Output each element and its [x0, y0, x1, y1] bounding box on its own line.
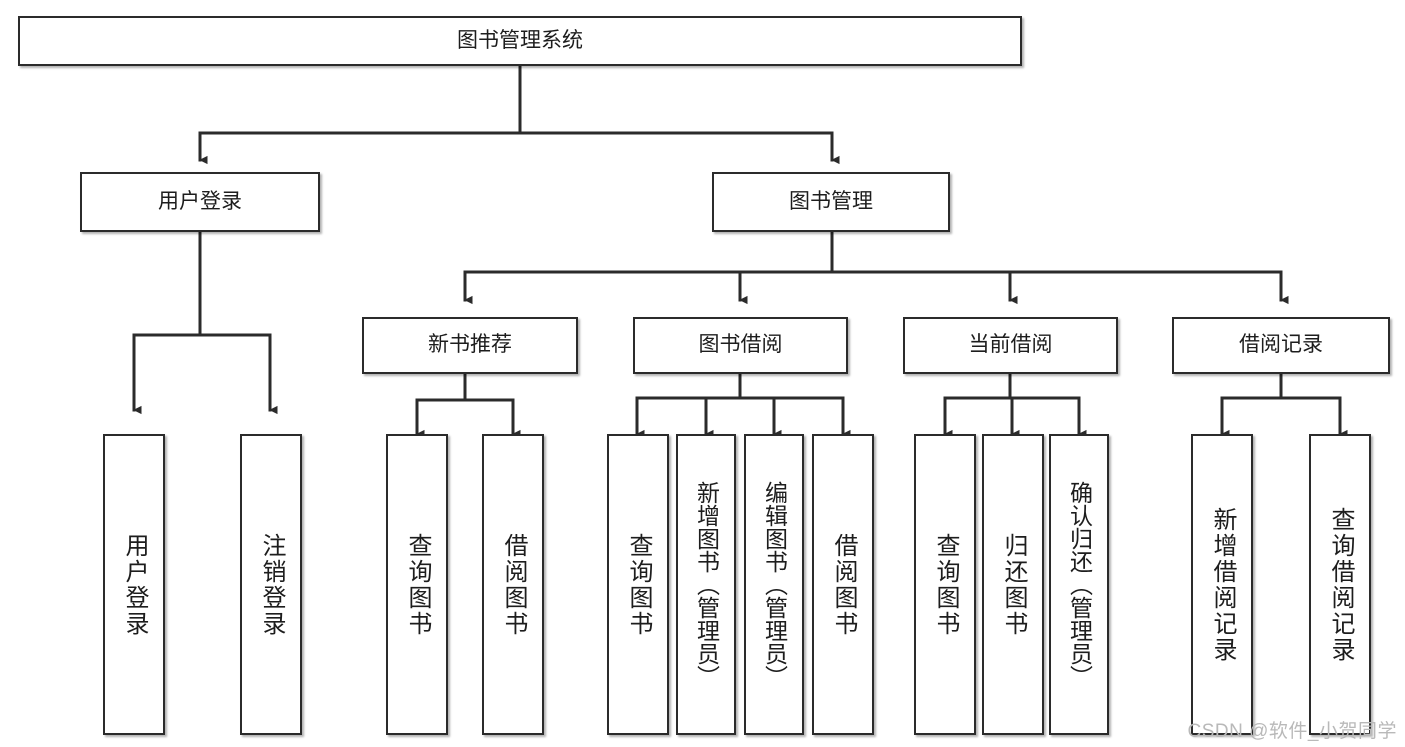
leaf-confirm-return-admin[interactable]: 确认归还（管理员） [1049, 434, 1109, 735]
node-current-borrow-label: 当前借阅 [968, 333, 1053, 357]
leaf-confirm-return-admin-label: 确认归还（管理员） [1066, 481, 1093, 688]
node-user-login[interactable]: 用户登录 [80, 172, 320, 232]
leaf-borrow-book-label: 借阅图书 [830, 532, 857, 637]
leaf-add-book-admin[interactable]: 新增图书（管理员） [676, 434, 736, 735]
leaf-add-borrow-record[interactable]: 新增借阅记录 [1191, 434, 1253, 735]
leaf-new-book-query[interactable]: 查询图书 [386, 434, 448, 735]
leaf-user-login[interactable]: 用户登录 [103, 434, 165, 735]
node-borrow-record[interactable]: 借阅记录 [1172, 317, 1390, 374]
leaf-new-book-borrow[interactable]: 借阅图书 [482, 434, 544, 735]
leaf-logout[interactable]: 注销登录 [240, 434, 302, 735]
node-new-book-recommend-label: 新书推荐 [428, 333, 512, 357]
node-root-label: 图书管理系统 [457, 28, 583, 52]
node-root[interactable]: 图书管理系统 [18, 16, 1022, 66]
leaf-borrow-book[interactable]: 借阅图书 [812, 434, 874, 735]
leaf-current-query-book-label: 查询图书 [932, 532, 959, 637]
node-user-login-label: 用户登录 [158, 189, 242, 213]
leaf-new-book-borrow-label: 借阅图书 [500, 532, 527, 637]
node-borrow-record-label: 借阅记录 [1239, 333, 1323, 357]
node-book-borrow[interactable]: 图书借阅 [633, 317, 848, 374]
leaf-query-borrow-record[interactable]: 查询借阅记录 [1309, 434, 1371, 735]
node-book-manage[interactable]: 图书管理 [712, 172, 950, 232]
leaf-edit-book-admin[interactable]: 编辑图书（管理员） [744, 434, 804, 735]
leaf-return-book[interactable]: 归还图书 [982, 434, 1044, 735]
node-book-manage-label: 图书管理 [789, 189, 873, 213]
leaf-new-book-query-label: 查询图书 [404, 532, 431, 637]
leaf-query-borrow-record-label: 查询借阅记录 [1327, 506, 1354, 663]
leaf-borrow-query-book[interactable]: 查询图书 [607, 434, 669, 735]
node-current-borrow[interactable]: 当前借阅 [903, 317, 1118, 374]
node-book-borrow-label: 图书借阅 [698, 333, 783, 357]
watermark-text: CSDN @软件_小贺同学 [1187, 721, 1397, 742]
node-new-book-recommend[interactable]: 新书推荐 [362, 317, 578, 374]
leaf-return-book-label: 归还图书 [1000, 532, 1027, 637]
leaf-edit-book-admin-label: 编辑图书（管理员） [761, 481, 788, 688]
leaf-add-book-admin-label: 新增图书（管理员） [693, 481, 720, 688]
leaf-borrow-query-book-label: 查询图书 [625, 532, 652, 637]
leaf-add-borrow-record-label: 新增借阅记录 [1209, 506, 1236, 663]
leaf-user-login-label: 用户登录 [121, 532, 148, 637]
leaf-current-query-book[interactable]: 查询图书 [914, 434, 976, 735]
leaf-logout-label: 注销登录 [258, 532, 285, 637]
